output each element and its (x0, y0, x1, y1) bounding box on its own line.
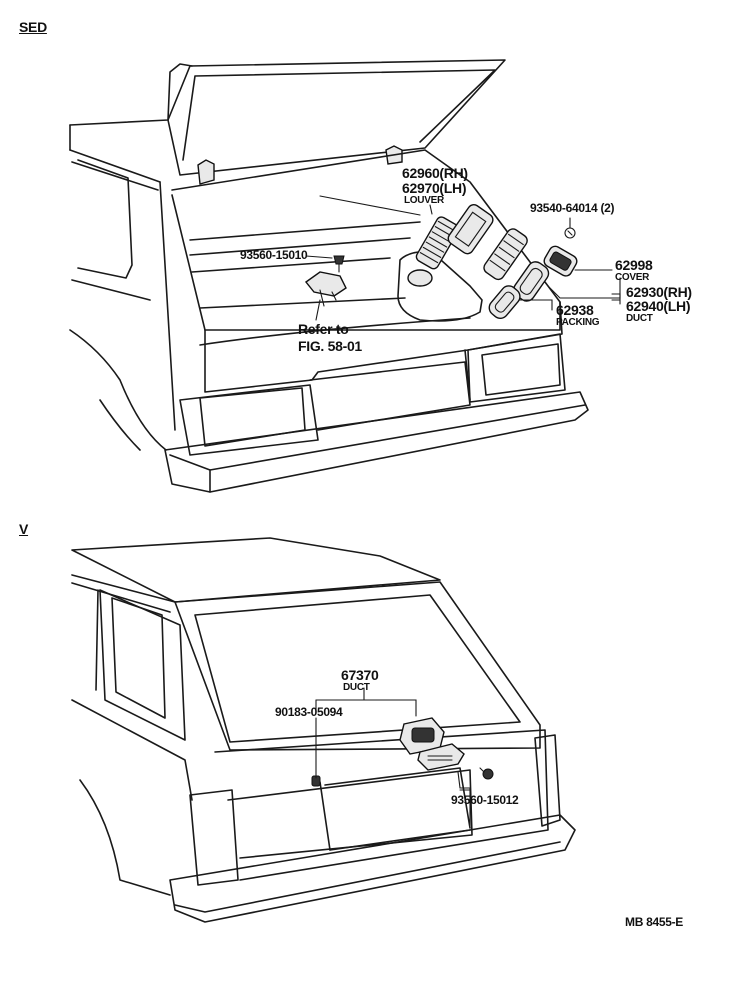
refer-to-label: Refer to (298, 321, 349, 337)
van-screw-part-label: 90183-05094 (275, 705, 343, 719)
louver-rh-label: 62960(RH) (402, 165, 468, 181)
louver-name-label: LOUVER (404, 195, 444, 206)
refer-figure-label: FIG. 58-01 (298, 338, 362, 354)
cover-name-label: COVER (615, 272, 650, 283)
figure-code-label: MB 8455-E (625, 915, 683, 929)
sedan-parts (304, 203, 578, 320)
duct-rh-label: 62930(RH) (626, 284, 692, 300)
van-clip-part-label: 93560-15012 (451, 793, 519, 807)
section-label-sedan: SED (19, 19, 47, 35)
van-duct-name-label: DUCT (343, 682, 370, 693)
van-parts (311, 717, 494, 787)
screw-part-label: 93540-64014 (2) (530, 201, 615, 215)
sedan-leader-lines (305, 204, 621, 321)
clip-part-label: 93560-15010 (240, 248, 308, 262)
packing-name-label: PACKING (556, 317, 600, 328)
louver-lh-label: 62970(LH) (402, 180, 467, 196)
van-body-drawing (71, 537, 576, 923)
duct-lh-label: 62940(LH) (626, 298, 691, 314)
van-leader-lines (315, 687, 471, 827)
sedan-body-drawing (69, 59, 589, 493)
duct-name-label: DUCT (626, 313, 653, 324)
van-duct-part-label: 67370 (341, 667, 379, 683)
packing-part-label: 62938 (556, 302, 594, 318)
cover-part-label: 62998 (615, 257, 653, 273)
section-label-van: V (19, 521, 29, 537)
